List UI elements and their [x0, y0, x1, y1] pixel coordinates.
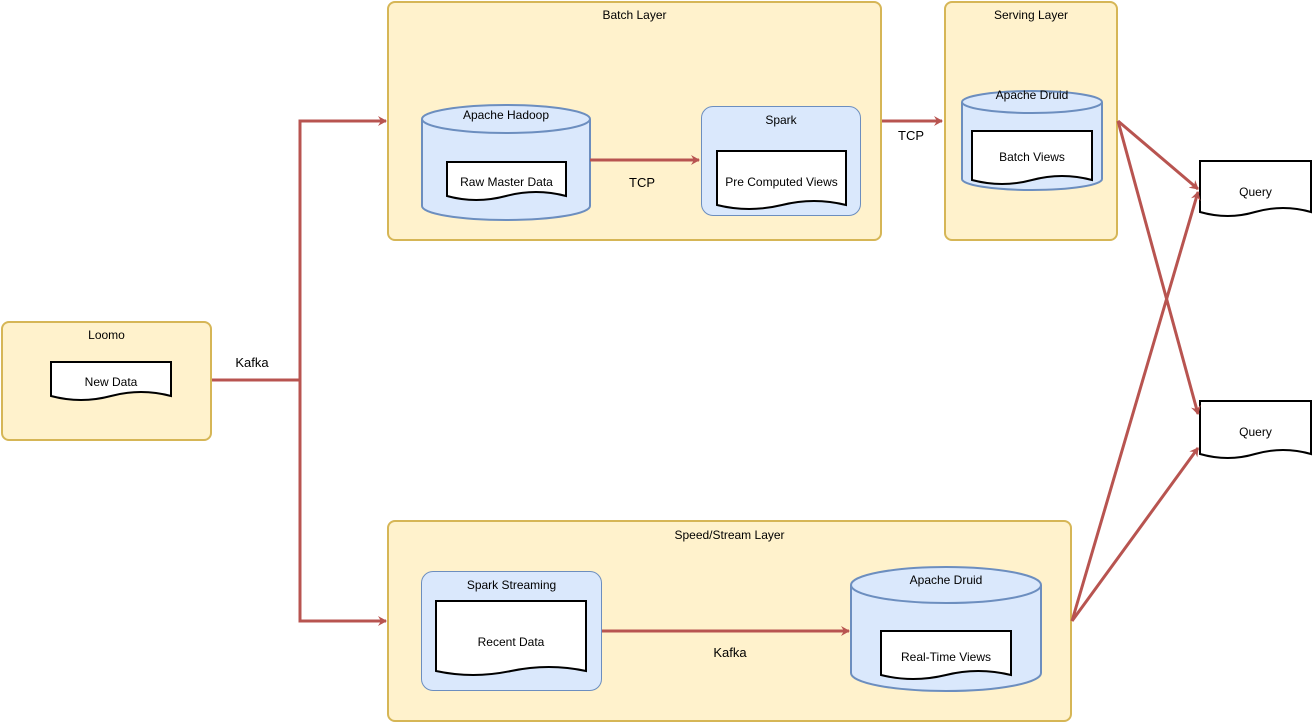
- arrow-speed-to-query-1: [1070, 191, 1201, 622]
- real-time-views-label: Real-Time Views: [900, 650, 992, 664]
- speed-layer-title: Speed/Stream Layer: [674, 528, 785, 542]
- new-data-label: New Data: [84, 375, 138, 389]
- query-document-2: [1199, 400, 1312, 459]
- query-label-1: Query: [1239, 185, 1272, 199]
- loomo-title: Loomo: [88, 328, 125, 342]
- hadoop-title: Apache Hadoop: [462, 108, 550, 122]
- spark-streaming-title: Spark Streaming: [466, 578, 557, 592]
- arrow-serving-to-query-1: [1117, 119, 1199, 191]
- pre-computed-views-label: Pre Computed Views: [725, 175, 838, 189]
- arrow-serving-to-query-2: [1116, 120, 1201, 415]
- arrow-loomo-to-batch: [212, 116, 387, 382]
- serving-layer-title: Serving Layer: [993, 8, 1069, 22]
- speed-druid-title: Apache Druid: [909, 573, 983, 587]
- arrow-loomo-to-speed: [298, 380, 387, 626]
- query-label-2: Query: [1239, 425, 1272, 439]
- spark-title: Spark: [765, 113, 797, 127]
- raw-master-data-document: [446, 161, 567, 201]
- query-document-1: [1199, 160, 1312, 217]
- recent-data-document: [435, 600, 587, 676]
- new-data-document: [50, 361, 172, 401]
- pre-computed-views-document: [716, 150, 847, 210]
- edge-label-kafka-stream: Kafka: [713, 645, 747, 660]
- recent-data-label: Recent Data: [477, 635, 545, 649]
- batch-views-document: [971, 130, 1093, 185]
- batch-layer-title: Batch Layer: [602, 8, 667, 22]
- real-time-views-document: [880, 630, 1012, 680]
- batch-views-label: Batch Views: [999, 150, 1065, 164]
- edge-label-kafka-ingest: Kafka: [235, 355, 269, 370]
- edge-label-tcp-hadoop-spark: TCP: [629, 175, 655, 190]
- edge-label-tcp-batch-serving: TCP: [898, 128, 924, 143]
- serving-druid-title: Apache Druid: [995, 88, 1069, 102]
- raw-master-data-label: Raw Master Data: [460, 175, 553, 189]
- arrow-speed-to-query-2: [1070, 447, 1200, 622]
